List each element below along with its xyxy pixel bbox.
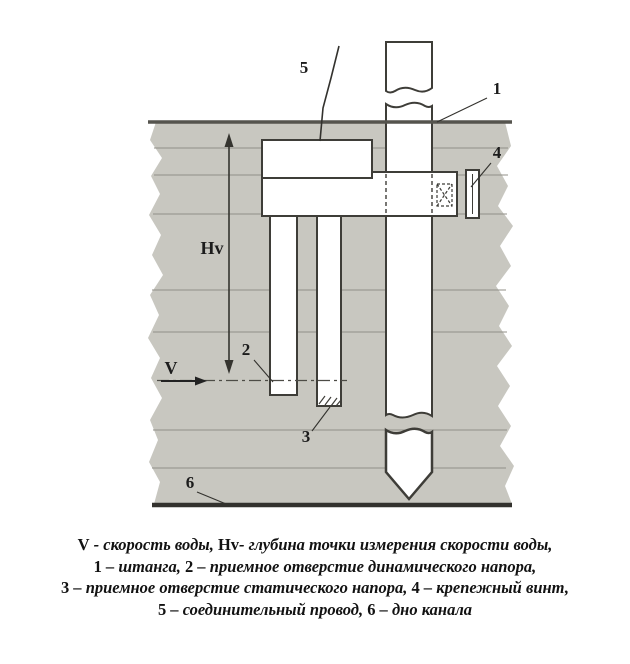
clamp-screw-hidden	[436, 183, 453, 207]
caption-text: – соединительный провод,	[166, 599, 368, 619]
hatch-line	[318, 395, 326, 405]
velocity-probe-diagram: 1 2 3 4 5 6 Hv V	[148, 41, 514, 508]
screw-cross-line	[436, 183, 453, 207]
flow-arrow	[161, 376, 207, 386]
caption-term: 2	[185, 556, 194, 576]
hv-arrow-down	[224, 360, 234, 374]
hatch-line	[335, 399, 342, 407]
caption-line-3: 3 – приемное отверстие статического напо…	[0, 577, 630, 599]
caption-text: – штанга,	[101, 556, 186, 576]
label-hv: Hv	[200, 238, 223, 258]
hatch-line	[324, 396, 332, 406]
caption-line-2: 1 – штанга, 2 – приемное отверстие динам…	[0, 556, 630, 578]
hv-arrow-up	[224, 133, 234, 147]
label-1: 1	[493, 79, 502, 98]
rod-bottom-segment	[384, 427, 434, 501]
leader-6	[196, 491, 232, 507]
label-3: 3	[302, 427, 311, 446]
leader-lines	[196, 97, 492, 507]
caption-text: – приемное отверстие статического напора…	[69, 578, 412, 597]
caption-term: V	[77, 535, 90, 554]
caption-text: - глубина точки измерения скорости воды,	[239, 535, 553, 554]
static-opening-hatch	[318, 395, 342, 407]
flow-arrowhead	[195, 376, 207, 386]
screw-hidden-outline	[436, 183, 453, 207]
caption-text: – приемное отверстие динамического напор…	[193, 556, 537, 576]
rod-top-segment	[385, 41, 433, 94]
label-6: 6	[186, 473, 195, 492]
rod-middle-segment	[385, 101, 433, 419]
device-body-upper	[261, 139, 373, 179]
static-pressure-tube	[316, 215, 342, 407]
leader-3	[311, 406, 331, 432]
hatch-line	[330, 397, 338, 407]
label-4: 4	[493, 143, 502, 162]
figure-caption: V - скорость воды, Hv- глубина точки изм…	[0, 534, 630, 620]
caption-line-4: 5 – соединительный провод, 6 – дно канал…	[0, 599, 630, 621]
label-2: 2	[242, 340, 251, 359]
caption-text: – крепежный винт,	[419, 578, 570, 597]
caption-term: 3	[60, 578, 70, 597]
caption-term: 5	[157, 599, 167, 619]
screw-cross-line	[436, 183, 453, 207]
caption-term: 1	[93, 556, 102, 576]
label-v: V	[165, 358, 178, 378]
caption-term: 4	[411, 578, 420, 597]
caption-line-1: V - скорость воды, Hv- глубина точки изм…	[0, 534, 630, 556]
leader-4	[470, 162, 492, 188]
leader-1	[436, 97, 488, 123]
label-5: 5	[300, 58, 309, 77]
connecting-wire	[319, 45, 340, 142]
dynamic-pressure-tube	[269, 215, 298, 396]
caption-text: – дно канала	[375, 599, 473, 619]
caption-term: 6	[367, 599, 376, 619]
device-body-lower	[261, 171, 458, 217]
leader-2	[253, 359, 274, 383]
hv-dimension	[224, 133, 234, 374]
caption-term: Hv	[217, 535, 240, 554]
caption-text: - скорость воды,	[89, 535, 218, 554]
